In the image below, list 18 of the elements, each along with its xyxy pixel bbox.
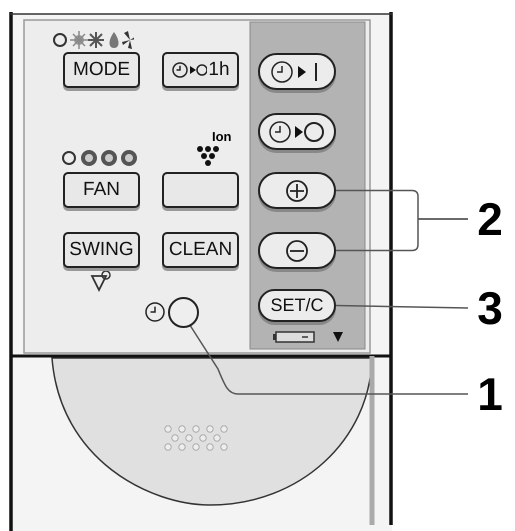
leader-line xyxy=(190,326,468,395)
plus-button xyxy=(258,172,336,209)
fan-button: FAN xyxy=(63,172,140,208)
ion-label: Ion xyxy=(212,130,232,144)
callout-number: 3 xyxy=(470,284,510,332)
minus-button xyxy=(258,232,336,269)
set-button: SET/C xyxy=(258,289,336,322)
ion-button xyxy=(162,172,239,208)
timer-off-button xyxy=(258,113,336,150)
swing-button: SWING xyxy=(63,232,140,268)
leader-line xyxy=(335,218,469,252)
timer-on-button xyxy=(258,53,336,90)
clean-button: CLEAN xyxy=(162,232,239,268)
timer-button: 1h xyxy=(162,52,239,88)
leader-line xyxy=(336,304,468,309)
callout-number: 1 xyxy=(470,370,510,418)
callout-number: 2 xyxy=(470,195,510,243)
mode-button: MODE xyxy=(63,52,140,88)
